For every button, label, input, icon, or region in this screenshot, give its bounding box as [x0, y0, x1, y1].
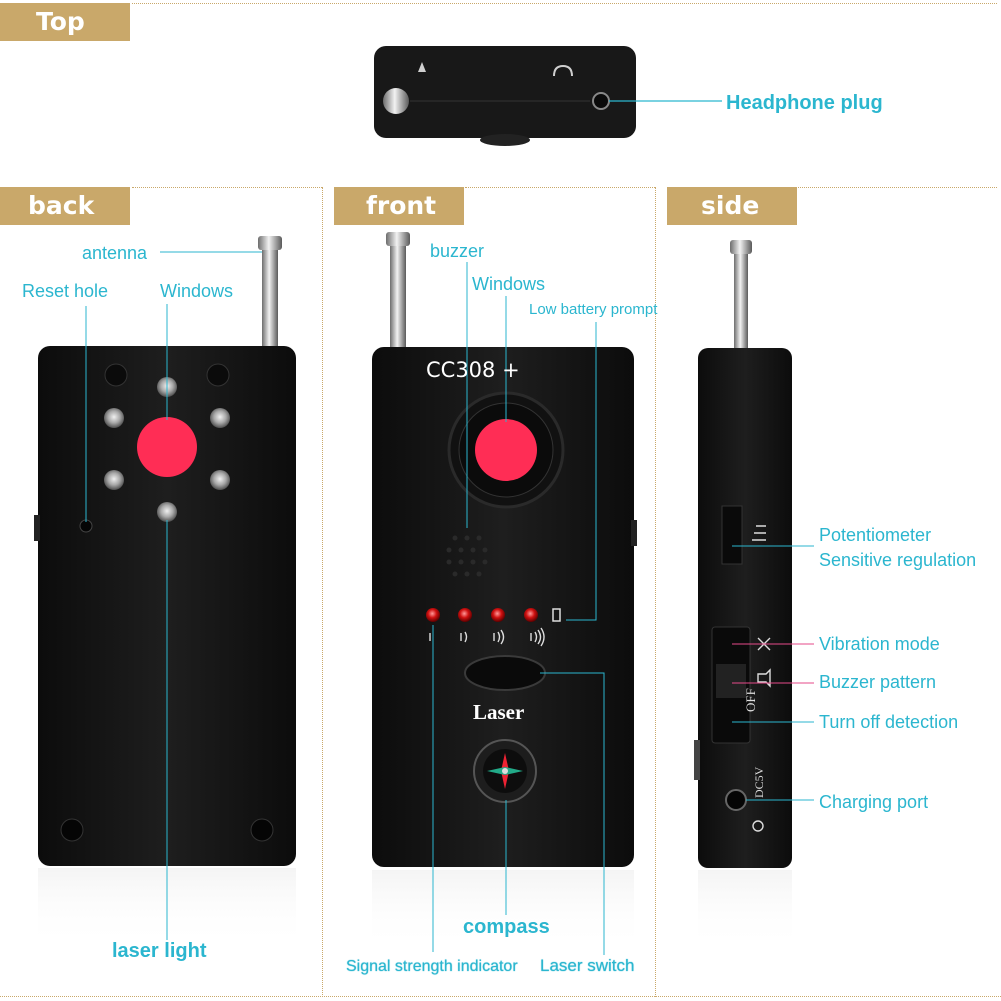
side-view [694, 240, 814, 950]
label-buzzer: buzzer [430, 241, 485, 261]
charging-port [725, 789, 747, 811]
bottom-divider [0, 996, 1001, 997]
back-view [34, 236, 296, 948]
label-laser-switch: Laser switch [540, 956, 635, 975]
label-reset-hole: Reset hole [22, 281, 109, 301]
mid-divider-right [798, 187, 997, 188]
model-number: CC308 [426, 358, 496, 382]
front-red-window [475, 419, 537, 481]
col-divider-2 [655, 187, 656, 997]
section-tag-top: Top [0, 3, 130, 41]
potentiometer-wheel [721, 505, 743, 565]
buzzer-grille [446, 535, 488, 577]
model-suffix: + [502, 358, 520, 382]
model-name: CC308 + [426, 358, 520, 382]
section-tag-side: side [667, 187, 797, 225]
top-divider [132, 3, 997, 4]
mid-divider-left [132, 187, 322, 188]
label-headphone-plug: Headphone plug [726, 92, 883, 114]
back-red-window [137, 417, 197, 477]
section-tag-front: front [334, 187, 464, 225]
label-signal-strength: Signal strength indicator [346, 958, 518, 975]
headphone-jack [592, 92, 610, 110]
dc-polarity-icon [752, 820, 764, 832]
battery-icon [552, 608, 561, 622]
side-dc-label: DC5V [752, 766, 766, 798]
label-vibration-mode: Vibration mode [819, 634, 940, 654]
label-compass: compass [463, 916, 550, 938]
label-buzzer-pattern: Buzzer pattern [819, 672, 937, 692]
signal-icons [429, 627, 545, 647]
antenna-icon [418, 62, 426, 72]
label-antenna: antenna [82, 243, 148, 263]
headphone-icon [553, 64, 573, 77]
label-turn-off-detection: Turn off detection [819, 712, 959, 732]
label-low-battery: Low battery prompt [529, 301, 658, 318]
front-view [372, 232, 637, 955]
label-charging-port: Charging port [819, 792, 929, 812]
side-off-label: OFF [743, 688, 758, 712]
buzzer-icon [757, 668, 771, 688]
label-windows-back: Windows [160, 281, 234, 301]
label-sensitive-regulation: Sensitive regulation [819, 550, 977, 570]
laser-button-label: Laser [473, 700, 525, 724]
label-windows-front: Windows [472, 274, 546, 294]
mid-divider-center [465, 187, 655, 188]
col-divider-1 [322, 187, 323, 997]
section-tag-back: back [0, 187, 130, 225]
laser-switch-button [464, 655, 546, 691]
top-view [374, 46, 722, 146]
level-icon [752, 525, 766, 541]
label-laser-light: laser light [112, 940, 207, 962]
label-potentiometer: Potentiometer [819, 525, 932, 545]
